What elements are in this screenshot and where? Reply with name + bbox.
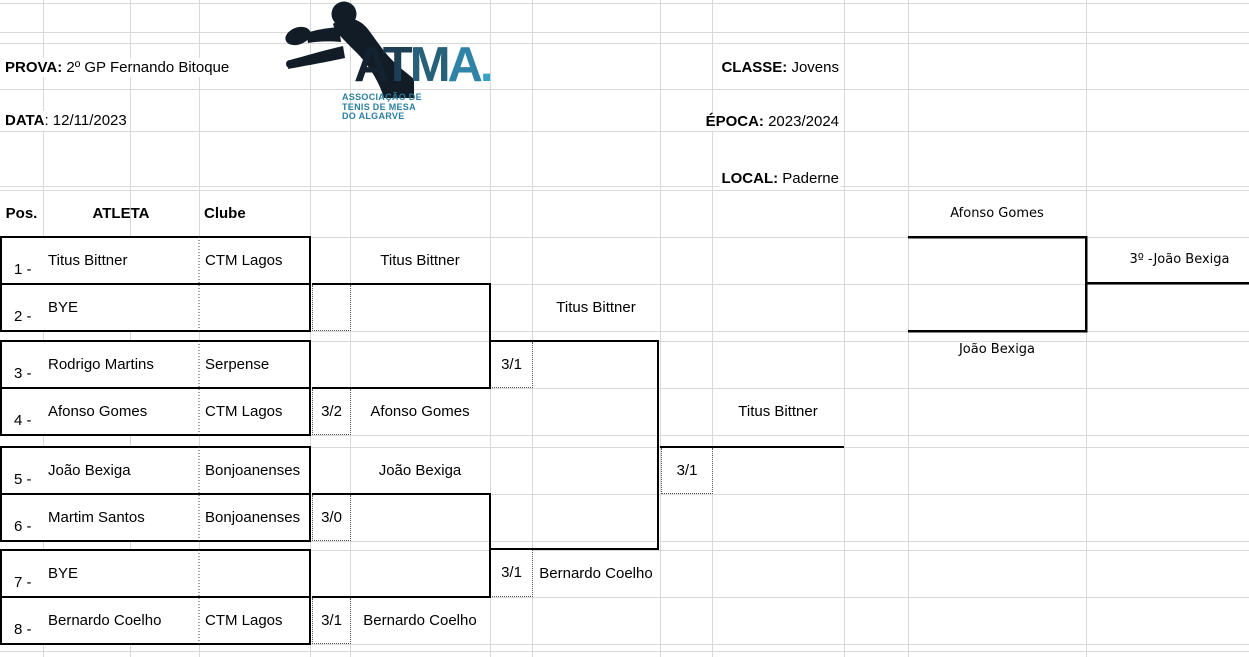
data-label: DATA [5,112,45,129]
atma-wordmark: ATMA. [354,38,493,92]
classe-label: CLASSE: [721,59,788,76]
epoca-label: ÉPOCA: [705,113,764,130]
classe-field: CLASSE: Jovens [719,58,841,77]
player-pos: 2 - [14,308,32,325]
classe-value: Jovens [791,59,839,76]
round1-winner-2: Afonso Gomes [370,403,470,420]
third-place-result: 3º -João Bexiga [1129,252,1230,267]
table-tennis-player-icon [285,1,414,98]
final-winner: Titus Bittner [738,403,818,420]
player-pos: 1 - [14,261,32,278]
final-score-cell: 3/1 [661,448,713,494]
player-name: Martim Santos [48,509,145,526]
player-row-6: 6 - Martim Santos Bonjoanenses [0,494,310,541]
player-club: CTM Lagos [205,252,283,269]
pos-header: Pos. [5,205,38,222]
player-club: Bonjoanenses [205,462,301,479]
semifinal-winner-2: Bernardo Coelho [539,565,653,582]
player-name: BYE [48,299,79,316]
third-place-top: Afonso Gomes [950,206,1044,221]
player-pos: 4 - [14,412,32,429]
round1-winner-3: João Bexiga [378,462,462,479]
org-line-3: DO ALGARVE [342,111,405,121]
player-pos: 3 - [14,365,32,382]
player-name: BYE [48,565,79,582]
prova-field: PROVA: 2º GP Fernando Bitoque [3,58,232,77]
player-name: Afonso Gomes [48,403,148,420]
semifinal1-score-cell: 3/1 [490,342,533,388]
data-field: DATA: 12/11/2023 [3,111,129,130]
prova-label: PROVA: [5,59,63,76]
org-line-1: ASSOCIAÇÃO DE [342,92,422,102]
player-row-1: 1 - Titus Bittner CTM Lagos [0,237,310,284]
round1-winner-1: Titus Bittner [380,252,460,269]
atma-logo: ATMA. ASSOCIAÇÃO DE TENIS DE MESA DO ALG… [283,0,513,132]
atma-org-name: ASSOCIAÇÃO DE TENIS DE MESA DO ALGARVE [342,92,422,122]
org-line-2: TENIS DE MESA [342,101,416,112]
third-place-bottom: João Bexiga [958,342,1036,357]
player-row-5: 5 - João Bexiga Bonjoanenses [0,447,310,494]
match3-score-cell: 3/0 [312,495,351,541]
round1-winner-4: Bernardo Coelho [363,612,477,629]
player-name: Titus Bittner [48,252,128,269]
player-row-4: 4 - Afonso Gomes CTM Lagos [0,388,310,435]
atleta-header: ATLETA [92,205,150,222]
player-row-7: 7 - BYE [0,550,310,597]
local-label: LOCAL: [721,170,779,187]
prova-value: 2º GP Fernando Bitoque [66,59,230,76]
match2-score-cell: 3/2 [312,389,351,435]
local-value: Paderne [782,170,839,187]
match4-score-cell: 3/1 [312,598,351,644]
player-name: João Bexiga [48,462,131,479]
player-club: CTM Lagos [205,612,283,629]
player-row-8: 8 - Bernardo Coelho CTM Lagos [0,597,310,644]
semifinal2-score-cell: 3/1 [490,550,533,597]
player-club: CTM Lagos [205,403,283,420]
player-club: Serpense [205,356,270,373]
data-value: : 12/11/2023 [44,112,127,129]
clube-header: Clube [204,205,246,222]
player-row-3: 3 - Rodrigo Martins Serpense [0,341,310,388]
match1-score-cell [312,285,351,331]
epoca-field: ÉPOCA: 2023/2024 [703,112,841,131]
player-pos: 5 - [14,471,32,488]
player-club: Bonjoanenses [205,509,301,526]
player-pos: 7 - [14,574,32,591]
local-field: LOCAL: Paderne [719,169,841,188]
semifinal-winner-1: Titus Bittner [556,299,636,316]
epoca-value: 2023/2024 [768,113,839,130]
player-pos: 6 - [14,518,32,535]
player-pos: 8 - [14,621,32,638]
player-row-2: 2 - BYE [0,284,310,331]
player-name: Rodrigo Martins [48,356,154,373]
player-name: Bernardo Coelho [48,612,162,629]
